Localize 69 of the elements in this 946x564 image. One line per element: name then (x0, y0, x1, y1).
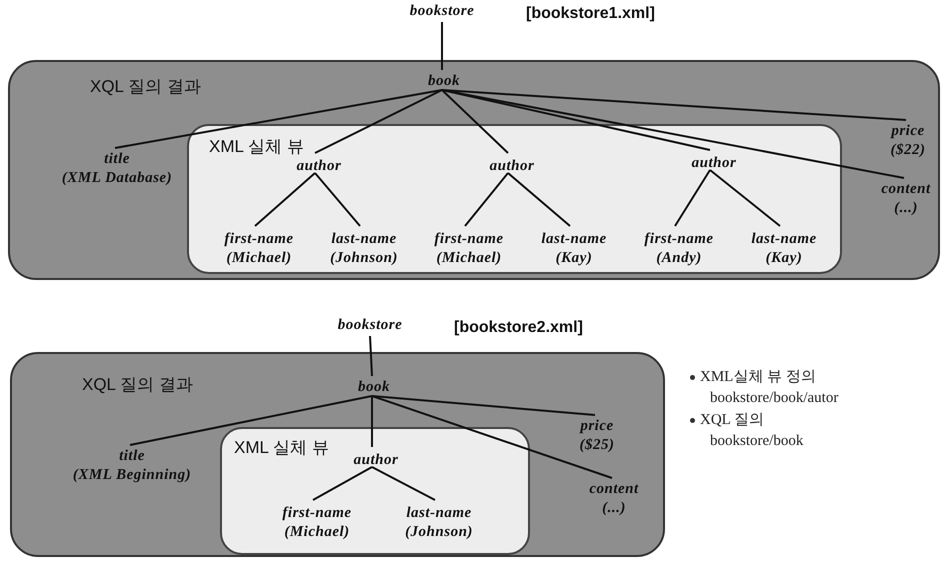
node-label: author (490, 157, 534, 176)
node-label: last-name (541, 230, 607, 249)
node-label: (Michael) (284, 523, 350, 542)
node-label: (Kay) (766, 249, 802, 268)
panel-heading: XQL 질의 결과 (90, 76, 201, 98)
tree-line (372, 466, 436, 501)
node-label: author (692, 154, 736, 173)
panel-heading: XML 실체 뷰 (234, 437, 329, 459)
node-label: book (428, 72, 460, 91)
node-label: (Michael) (436, 249, 502, 268)
node-label: (Michael) (226, 249, 292, 268)
note-text: XQL 질의 (700, 411, 764, 430)
node-label: bookstore (338, 316, 402, 335)
panel-heading: XML 실체 뷰 (209, 136, 304, 158)
node-label: last-name (751, 230, 817, 249)
node-label: (Andy) (656, 249, 702, 268)
node-label: (XML Database) (62, 169, 172, 188)
node-label: last-name (331, 230, 397, 249)
node-label: last-name (406, 504, 472, 523)
node-label: title (119, 447, 145, 466)
node-label: price (580, 417, 614, 436)
tree-line (369, 336, 373, 376)
tree-line (312, 466, 372, 501)
tree-line (372, 395, 612, 479)
node-label: (Johnson) (330, 249, 398, 268)
tree-line (114, 89, 442, 149)
tree-line (441, 22, 443, 70)
view-panel (220, 427, 530, 555)
node-label: first-name (644, 230, 714, 249)
tree-line (674, 169, 711, 227)
note-text: XML실체 뷰 정의 (700, 368, 816, 387)
tree-line (507, 172, 571, 227)
node-label: first-name (224, 230, 294, 249)
panel-heading: XQL 질의 결과 (82, 374, 193, 396)
tree-line (442, 89, 906, 121)
view-panel (187, 124, 842, 274)
node-label: author (354, 451, 398, 470)
note-text: bookstore/book (710, 432, 804, 451)
tree-line (130, 395, 372, 446)
node-label: (...) (602, 499, 626, 518)
tree-line (314, 172, 361, 227)
node-label: price (891, 122, 925, 141)
result-panel (8, 60, 940, 280)
node-label: book (358, 378, 390, 397)
node-label: first-name (282, 504, 352, 523)
note-text: bookstore/book/autor (710, 389, 838, 408)
node-label: (Johnson) (405, 523, 473, 542)
node-label: title (104, 150, 130, 169)
tree-line (464, 172, 509, 227)
tree-line (254, 172, 316, 227)
file-name: [bookstore2.xml] (454, 318, 583, 338)
node-label: ($25) (580, 436, 614, 455)
node-label: first-name (434, 230, 504, 249)
node-label: ($22) (890, 141, 926, 160)
node-label: (...) (894, 199, 918, 218)
tree-line (709, 169, 781, 227)
node-label: (XML Beginning) (72, 466, 192, 485)
tree-line (441, 89, 509, 154)
tree-line (314, 89, 442, 154)
node-label: content (881, 180, 931, 199)
node-label: (Kay) (556, 249, 592, 268)
result-panel (10, 352, 665, 557)
node-label: content (589, 480, 639, 499)
node-label: bookstore (410, 2, 474, 21)
node-label: author (296, 157, 342, 176)
tree-line (371, 396, 373, 447)
tree-line (442, 89, 904, 179)
tree-line (372, 395, 596, 416)
file-name: [bookstore1.xml] (526, 4, 655, 24)
